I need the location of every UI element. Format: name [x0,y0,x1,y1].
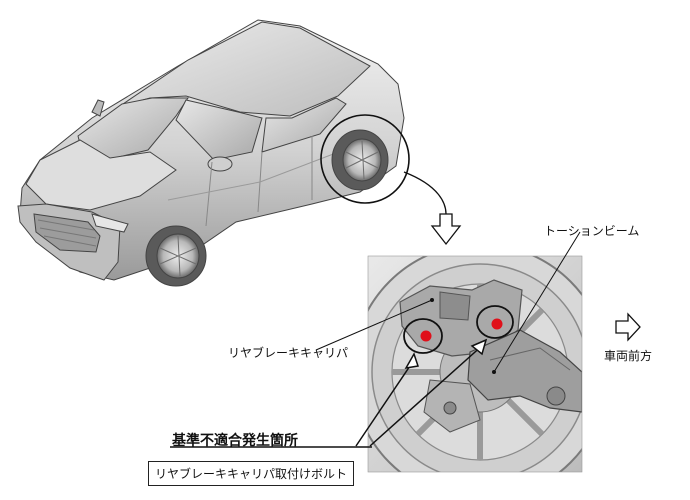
front-arrow-icon [615,312,641,342]
car-rear-wheel [331,129,389,191]
caliper-mounting-bolt-label: リヤブレーキキャリパ取付けボルト [148,461,355,486]
leader-torsion-beam [493,231,581,373]
bolt-highlight-circle-right [476,305,514,339]
bolt-highlight-circle-left [403,318,443,354]
vehicle-front-label: 車両前方 [604,349,653,363]
car-side-window-front [175,99,263,161]
rear-wheel-highlight-circle [320,114,410,204]
rear-brake-caliper-label: リヤブレーキキャリパ [228,346,349,360]
zoom-arrow-icon [430,213,462,246]
car-front-wheel [145,225,207,287]
car-side-mirror [207,156,233,172]
bolt-marker-left [420,330,432,342]
car-roof [119,21,371,117]
zoom-connector-line [403,171,447,215]
detail-view [368,256,582,472]
car-hood [25,139,177,211]
nonconformity-location-title: 基準不適合発生箇所 [172,433,298,449]
torsion-beam-label: トーションビーム [544,224,640,238]
bolt-marker-right [491,318,503,330]
leader-caliper [315,299,433,351]
bolt-callout-arrows [355,338,488,447]
vehicle-illustration [17,19,405,287]
